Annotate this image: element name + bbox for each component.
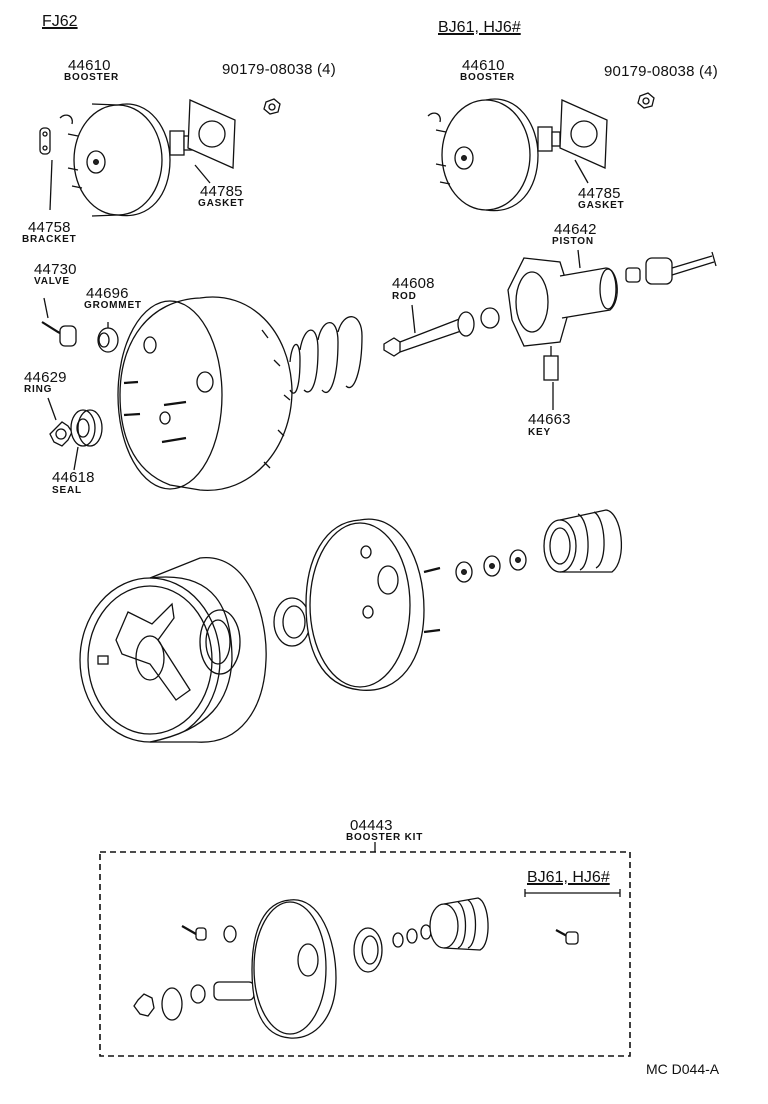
booster-left-number: 44610 <box>68 57 111 74</box>
ring-name: RING <box>24 384 53 395</box>
nut-right-number: 90179-08038 (4) <box>604 63 718 80</box>
nut-left-drawing <box>263 98 281 115</box>
rod-drawing <box>383 307 500 357</box>
rod-number: 44608 <box>392 275 435 292</box>
valve-name: VALVE <box>34 276 70 287</box>
gasket-right-name: GASKET <box>578 200 625 211</box>
nut-left-number: 90179-08038 (4) <box>222 61 336 78</box>
key-name: KEY <box>528 427 551 438</box>
gasket-right-drawing <box>559 99 608 169</box>
bracket-name: BRACKET <box>22 234 77 245</box>
booster-right-number: 44610 <box>462 57 505 74</box>
drawing-code: MC D044-A <box>646 1061 720 1077</box>
boot-drawing <box>543 509 623 573</box>
valve-number: 44730 <box>34 261 77 278</box>
gasket-left-drawing <box>187 99 236 169</box>
washers-drawing <box>455 549 527 583</box>
spring-drawing <box>289 316 363 394</box>
bracket-number: 44758 <box>28 219 71 236</box>
valve-drawing <box>41 321 77 347</box>
front-shell-drawing <box>79 577 221 743</box>
piston-number: 44642 <box>554 221 597 238</box>
ring-drawing <box>49 421 73 447</box>
kit-model-header: BJ61, HJ6# <box>527 869 610 886</box>
bracket-drawing <box>39 127 51 155</box>
kit-name: BOOSTER KIT <box>346 832 424 843</box>
ring-number: 44629 <box>24 369 67 386</box>
kit-number: 04443 <box>350 817 393 834</box>
kit-parts-drawing <box>133 897 579 1039</box>
rod-name: ROD <box>392 291 417 302</box>
booster-left-name: BOOSTER <box>64 72 120 83</box>
piston-name: PISTON <box>552 236 594 247</box>
main-booster-shell-drawing <box>117 296 293 491</box>
grommet-number: 44696 <box>86 285 129 302</box>
reseal-ring-drawing <box>273 597 311 647</box>
seal-name: SEAL <box>52 485 82 496</box>
booster-right-drawing <box>427 98 561 212</box>
grommet-drawing <box>97 327 119 353</box>
booster-right-name: BOOSTER <box>460 72 516 83</box>
kit-dashed-box <box>99 851 631 1057</box>
gasket-right-number: 44785 <box>578 185 621 202</box>
diaphragm-drawing <box>149 557 267 743</box>
key-drawing <box>543 346 559 381</box>
seal-drawing <box>70 409 103 447</box>
model-header-bj61-hj6: BJ61, HJ6# <box>438 19 521 36</box>
gasket-left-number: 44785 <box>200 183 243 200</box>
gasket-left-name: GASKET <box>198 198 245 209</box>
model-header-fj62: FJ62 <box>42 13 78 30</box>
key-number: 44663 <box>528 411 571 428</box>
nut-right-drawing <box>637 92 655 109</box>
booster-left-drawing <box>59 103 193 217</box>
piston-drawing <box>507 251 717 347</box>
grommet-name: GROMMET <box>84 300 142 311</box>
seal-number: 44618 <box>52 469 95 486</box>
rear-shell-drawing <box>305 518 441 691</box>
